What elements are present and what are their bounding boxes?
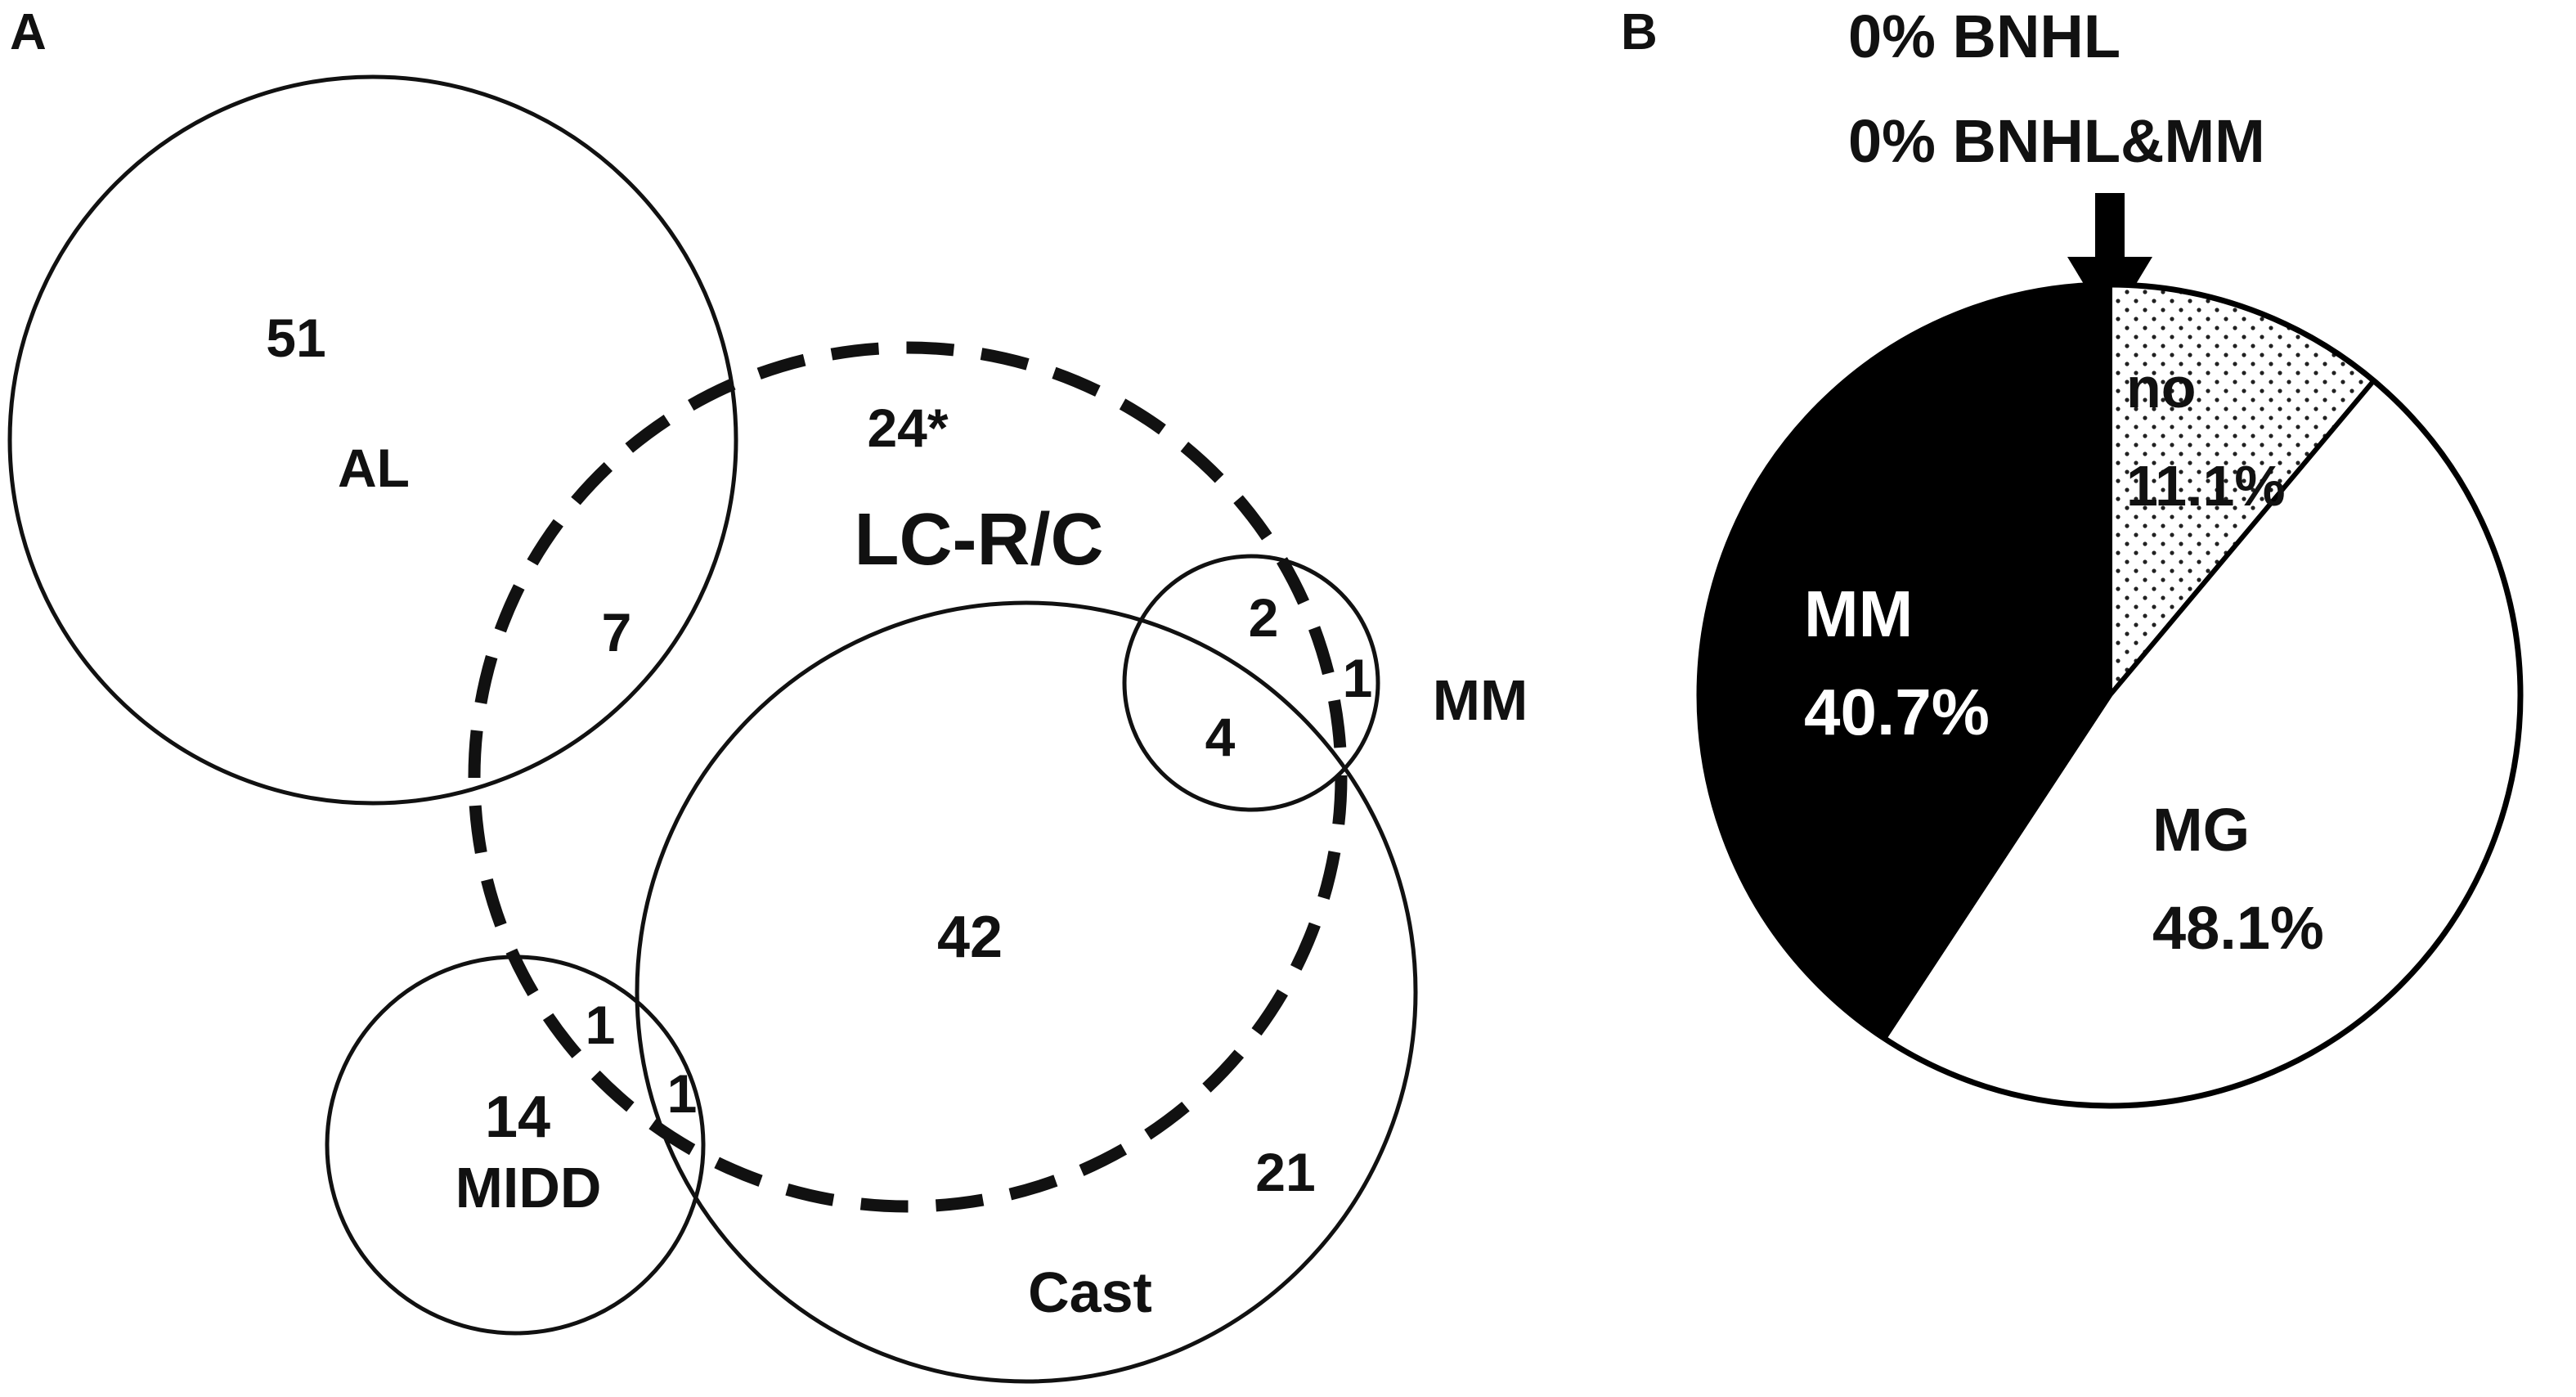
mm-circle [1122, 554, 1380, 812]
note-bnhl: 0% BNHL [1848, 2, 2120, 70]
count-lcrc-only: 24* [867, 398, 948, 458]
label-mm: MM [1433, 668, 1528, 732]
count-mm-only: 1 [1343, 648, 1373, 708]
panel-a: A 51 AL 24* LC-R/C 7 2 1 MM 4 42 1 1 14 … [7, 4, 1528, 1384]
panel-b: B 0% BNHL 0% BNHL&MM no 11.1% MG 48.1% M… [1621, 2, 2524, 1109]
slice-pct-mm: 40.7% [1804, 676, 1990, 748]
panel-a-letter: A [10, 4, 47, 61]
pie-outline [1696, 281, 2524, 1109]
count-al-only: 51 [266, 308, 325, 368]
label-lcrc: LC-R/C [855, 499, 1104, 581]
lcrc-dashed-ellipse [468, 341, 1348, 1213]
count-midd-only: 14 [485, 1085, 550, 1150]
count-al-lcrc: 7 [602, 602, 632, 663]
slice-label-mm: MM [1804, 577, 1913, 650]
cast-circle [635, 600, 1418, 1384]
slice-label-mg: MG [2152, 796, 2250, 864]
label-midd: MIDD [456, 1156, 602, 1220]
count-midd-lcrc-cast: 1 [667, 1063, 698, 1124]
label-cast: Cast [1028, 1260, 1152, 1324]
al-circle [7, 74, 738, 806]
slice-pct-no: 11.1% [2126, 454, 2286, 518]
slice-label-no: no [2126, 356, 2197, 420]
count-lcrc-mm: 2 [1249, 587, 1279, 648]
pie-slices [1696, 281, 2524, 1109]
panel-b-letter: B [1621, 4, 1658, 61]
note-bnhl-mm: 0% BNHL&MM [1848, 107, 2265, 175]
count-lcrc-mm-cast: 4 [1205, 707, 1236, 767]
count-midd-lcrc: 1 [586, 995, 616, 1055]
label-al: AL [338, 438, 410, 498]
slice-pct-mg: 48.1% [2152, 894, 2324, 962]
count-lcrc-cast: 42 [937, 905, 1003, 970]
count-cast-only: 21 [1255, 1142, 1315, 1202]
